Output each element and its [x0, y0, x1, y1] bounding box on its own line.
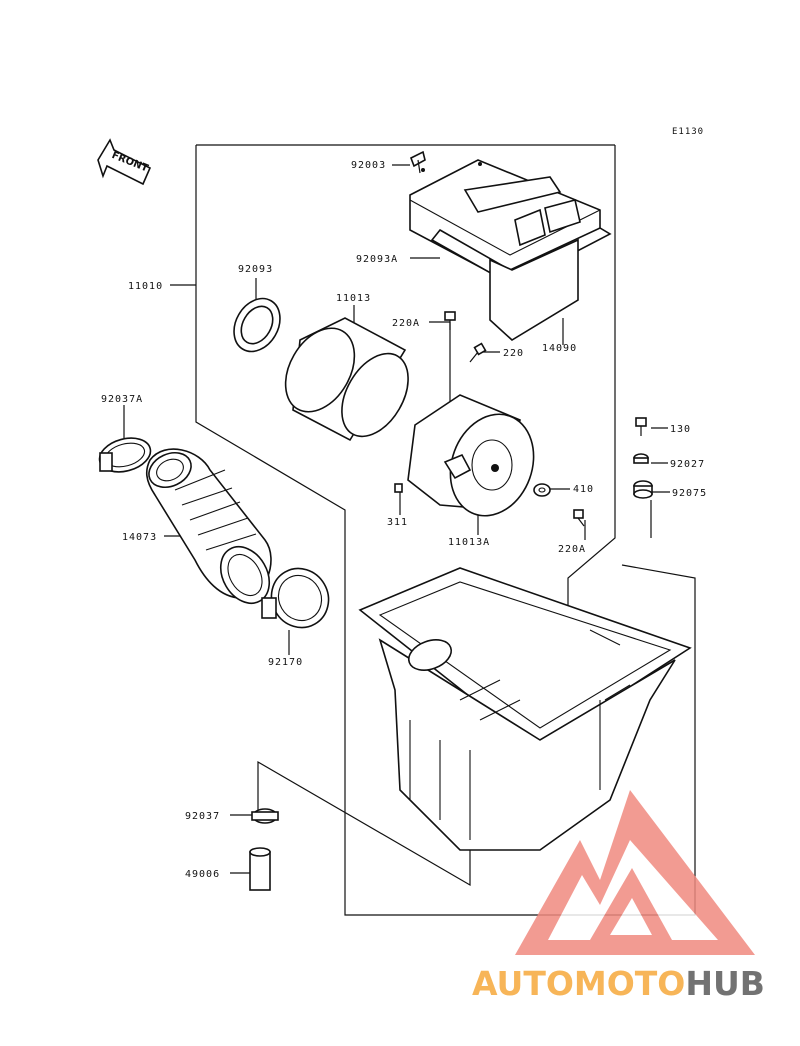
label-49006: 49006 [185, 869, 220, 880]
label-92027: 92027 [670, 459, 705, 470]
clip-92037-icon [251, 808, 279, 824]
label-14090: 14090 [542, 343, 577, 354]
wing-bolt-icon [409, 150, 426, 174]
grommet-92075-icon [633, 480, 653, 499]
filter-cage [407, 394, 535, 517]
label-92037: 92037 [185, 811, 220, 822]
label-14073: 14073 [122, 532, 157, 543]
label-92075: 92075 [672, 488, 707, 499]
air-box-base [358, 567, 692, 851]
label-92170: 92170 [268, 657, 303, 668]
bolt-220a-icon [444, 311, 456, 330]
watermark-part1: AUTOMOTO [472, 964, 685, 1003]
label-11010: 11010 [128, 281, 163, 292]
drain-plug-icon [249, 847, 271, 891]
intake-duct [145, 448, 272, 605]
label-92003: 92003 [351, 160, 386, 171]
bolt-130-icon [635, 417, 647, 436]
clip-311-icon [394, 483, 403, 493]
watermark-text: AUTOMOTOHUB [472, 964, 765, 1003]
label-130: 130 [670, 424, 691, 435]
bolt-220-icon [469, 342, 487, 363]
collar-92027-icon [633, 453, 649, 464]
label-92037a: 92037A [101, 394, 143, 405]
clamp-92170 [261, 567, 330, 629]
washer-410-icon [533, 483, 551, 497]
label-410: 410 [573, 484, 594, 495]
label-11013a: 11013A [448, 537, 490, 548]
filter-element [284, 317, 409, 442]
airbox-cover [409, 159, 612, 341]
label-92093a: 92093A [356, 254, 398, 265]
front-arrow-icon: FRONT [97, 138, 152, 186]
label-220: 220 [503, 348, 524, 359]
label-311: 311 [387, 517, 408, 528]
part-labels: 92003 92093A 11010 92093 11013 220A 220 … [101, 160, 707, 880]
watermark-logo-icon [515, 790, 755, 955]
label-92093: 92093 [238, 264, 273, 275]
label-220a-top: 220A [392, 318, 420, 329]
label-11013: 11013 [336, 293, 371, 304]
automotohub-watermark: AUTOMOTOHUB [472, 790, 765, 1003]
diagram-code: E1130 [672, 127, 704, 137]
clamp-92037a [98, 437, 152, 473]
seal-ring [233, 297, 281, 353]
label-220a-bottom: 220A [558, 544, 586, 555]
watermark-part2: HUB [685, 964, 765, 1003]
bolt-220a-lower-icon [573, 509, 585, 527]
